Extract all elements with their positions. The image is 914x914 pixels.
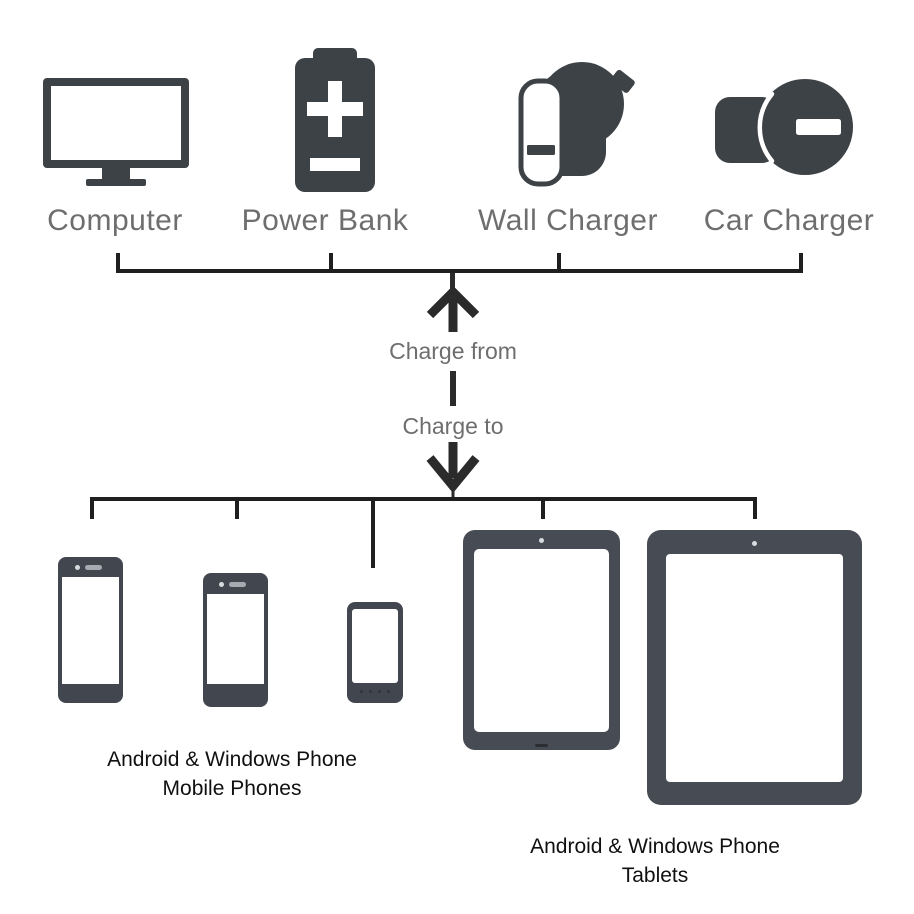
dock-slot-icon bbox=[535, 744, 548, 747]
tablet-screen bbox=[474, 549, 609, 732]
bottom-bracket-line bbox=[90, 497, 757, 501]
top-bracket-tick bbox=[799, 253, 803, 273]
button-dot-icon bbox=[360, 690, 363, 693]
charge-from-label: Charge from bbox=[389, 338, 517, 364]
monitor-stand-base bbox=[86, 179, 146, 186]
button-dot-icon bbox=[387, 690, 390, 693]
bottom-bracket-tick bbox=[753, 501, 757, 519]
battery-plus-sign bbox=[307, 102, 363, 116]
camera-dot-icon bbox=[539, 538, 544, 543]
speaker-slot-icon bbox=[229, 582, 246, 587]
wall-plug-icon bbox=[518, 62, 635, 187]
source-label-power-bank: Power Bank bbox=[241, 204, 409, 237]
camera-dot-icon bbox=[219, 582, 224, 587]
monitor-stand-neck bbox=[102, 168, 130, 179]
camera-dot-icon bbox=[75, 565, 80, 570]
button-dot-icon bbox=[378, 690, 381, 693]
charge-to-label: Charge to bbox=[402, 413, 504, 439]
speaker-slot-icon bbox=[85, 565, 102, 570]
bottom-bracket-tick bbox=[541, 501, 545, 519]
source-label-car-charger: Car Charger bbox=[703, 204, 875, 237]
tablet-large bbox=[647, 530, 862, 805]
bottom-bracket-tick bbox=[235, 501, 239, 519]
phone-screen bbox=[207, 594, 264, 684]
top-bracket-tick bbox=[116, 253, 120, 273]
phone-screen bbox=[352, 609, 398, 683]
monitor-frame bbox=[43, 78, 189, 168]
car-adapter-icon bbox=[715, 79, 853, 175]
tablet-medium bbox=[463, 530, 620, 750]
top-bracket-tick bbox=[557, 253, 561, 273]
top-bracket-stem bbox=[450, 273, 455, 293]
connector-stem bbox=[450, 371, 456, 406]
computer-monitor-icon bbox=[43, 78, 189, 186]
button-dot-icon bbox=[369, 690, 372, 693]
bottom-bracket-tick bbox=[90, 501, 94, 519]
arrow-up-icon bbox=[426, 288, 480, 332]
phone-small bbox=[347, 602, 403, 703]
battery-icon bbox=[295, 48, 375, 192]
camera-dot-icon bbox=[752, 541, 757, 546]
mobile-phones-label-line2: Mobile Phones bbox=[162, 777, 302, 800]
arrow-down-icon bbox=[426, 442, 480, 500]
top-bracket-line bbox=[116, 269, 803, 273]
tablets-label: Android & Windows Phone Tablets bbox=[485, 832, 825, 890]
source-label-wall-charger: Wall Charger bbox=[478, 204, 658, 237]
battery-minus-sign bbox=[310, 158, 360, 171]
source-label-computer: Computer bbox=[47, 204, 183, 237]
phone-medium bbox=[203, 573, 268, 707]
mobile-phones-label-line1: Android & Windows Phone bbox=[107, 748, 357, 771]
mobile-phones-label: Android & Windows Phone Mobile Phones bbox=[62, 745, 402, 803]
top-bracket-tick bbox=[329, 253, 333, 273]
phone-screen bbox=[62, 577, 119, 684]
tablet-screen bbox=[666, 554, 843, 782]
tablets-label-line1: Android & Windows Phone bbox=[530, 835, 780, 858]
tablets-label-line2: Tablets bbox=[621, 864, 689, 887]
phone-large bbox=[58, 557, 123, 703]
bottom-bracket-tick bbox=[371, 501, 375, 568]
